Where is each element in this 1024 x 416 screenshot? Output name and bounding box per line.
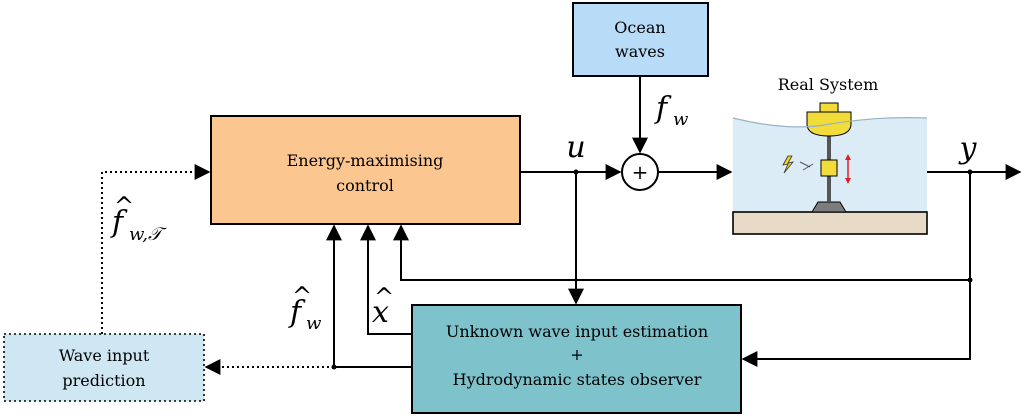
signal-fhat-w-label: f ^ w: [288, 282, 322, 334]
estimator-label-2: +: [570, 345, 583, 364]
anchor-base: [811, 201, 847, 213]
summing-junction: +: [621, 153, 659, 191]
hat-accent: ^: [114, 192, 134, 220]
svg-text:w: w: [673, 109, 689, 130]
svg-text:w,𝒯: w,𝒯: [129, 224, 167, 245]
control-label-2: control: [336, 176, 394, 195]
estimator-block[interactable]: Unknown wave input estimation + Hydrodyn…: [411, 304, 742, 414]
real-system-title: Real System: [778, 75, 879, 94]
control-label-1: Energy-maximising: [287, 151, 444, 170]
signal-fw-label: f w: [654, 91, 689, 130]
svg-text:x: x: [372, 295, 389, 330]
lightning-icon: [782, 155, 795, 174]
summing-plus: +: [632, 160, 649, 184]
pto-unit: [820, 159, 838, 177]
svg-text:w: w: [306, 313, 322, 334]
prediction-label-1: Wave input: [59, 346, 150, 365]
seabed: [732, 211, 928, 235]
connections: [101, 76, 1022, 375]
hat-accent: ^: [292, 282, 312, 310]
signal-xhat-label: x ^: [372, 283, 394, 330]
ocean-waves-block[interactable]: Ocean waves: [572, 2, 709, 77]
signal-u-label: u: [566, 130, 585, 165]
ocean-waves-label-2: waves: [615, 42, 665, 61]
buoy-top: [819, 102, 839, 113]
control-block[interactable]: Energy-maximising control: [210, 115, 521, 225]
prediction-block[interactable]: Wave input prediction: [3, 333, 205, 402]
ocean-waves-label-1: Ocean: [614, 18, 665, 37]
signal-fhat-wT-label: f ^ w,𝒯: [110, 192, 167, 245]
svg-text:f: f: [654, 91, 672, 126]
signal-y-label: y: [958, 131, 978, 166]
real-system[interactable]: Real System: [732, 75, 928, 235]
estimator-label-3: Hydrodynamic states observer: [453, 370, 702, 389]
hat-accent: ^: [374, 283, 394, 311]
estimator-label-1: Unknown wave input estimation: [446, 322, 708, 341]
prediction-label-2: prediction: [62, 371, 145, 390]
